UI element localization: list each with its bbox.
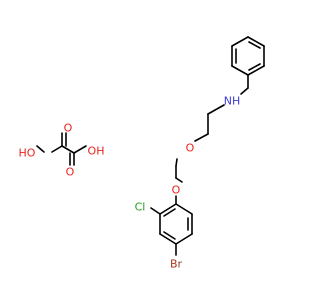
atom-o-ether-upper-label: O [186,142,195,155]
oxalic-o-top-label: O [64,122,73,135]
atom-labels: NH O O Cl Br HO OH O O [19,95,241,271]
atom-nh-label: NH [224,95,241,108]
atom-cl-label: Cl [135,201,146,214]
oxalic-oh-label: OH [88,145,105,158]
chemical-structure-diagram: NH O O Cl Br HO OH O O [19,36,265,271]
atom-br-label: Br [170,258,183,271]
atom-o-ether-lower-label: O [172,184,181,197]
oxalic-ho-label: HO [19,147,36,160]
bond-lines [36,36,265,256]
oxalic-o-bottom-label: O [66,166,75,179]
